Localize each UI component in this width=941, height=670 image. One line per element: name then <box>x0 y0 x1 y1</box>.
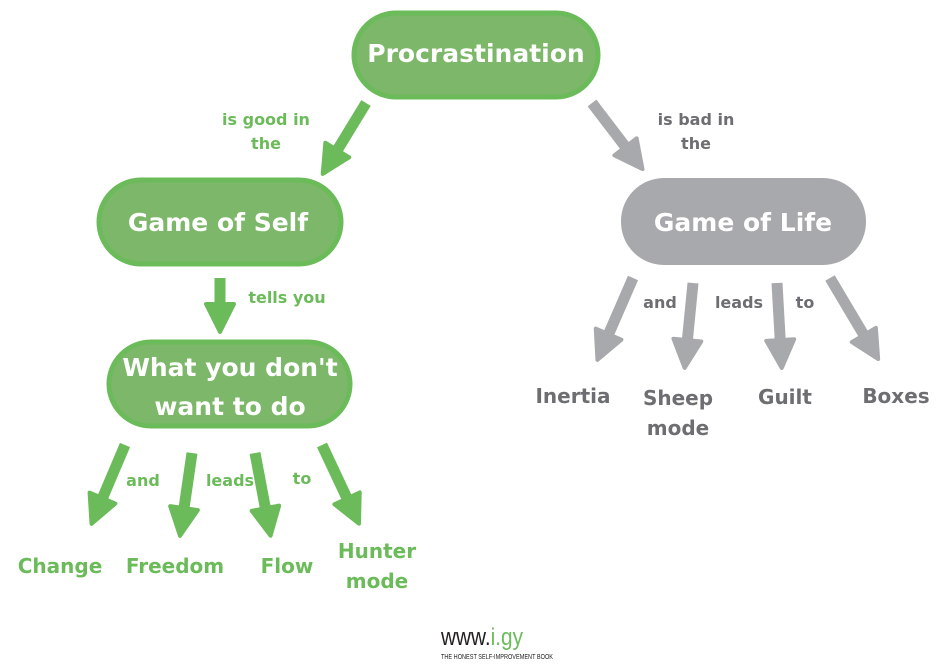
logo: www.i.gy THE HONEST SELF-IMPROVEMENT BOO… <box>440 624 553 661</box>
arrow-to-hunter-mode <box>317 442 362 526</box>
edge-label: the <box>681 134 711 153</box>
arrow-to-sheep-mode <box>671 282 704 370</box>
node-what-you-dont-want: What you don't want to do <box>106 339 353 429</box>
leaf-hunter-mode: mode <box>346 569 408 593</box>
edge-label: leads <box>715 293 763 312</box>
leaf-sheep-mode: Sheep <box>643 386 713 410</box>
edge-label: tells you <box>248 288 325 307</box>
edge-label: is good in <box>222 110 310 129</box>
node-label: Procrastination <box>367 39 584 68</box>
arrow-to-inertia <box>593 275 639 362</box>
logo-suffix: i.gy <box>491 624 523 651</box>
node-label: Game of Self <box>128 208 309 237</box>
leaf-flow: Flow <box>261 554 314 578</box>
arrow-root-to-life <box>587 99 645 172</box>
logo-prefix: www. <box>440 624 491 651</box>
arrow-root-to-self <box>320 100 371 176</box>
arrow-to-change <box>87 442 131 526</box>
leaf-freedom: Freedom <box>126 554 224 578</box>
logo-tagline: THE HONEST SELF-IMPROVEMENT BOOK <box>441 654 553 661</box>
leaf-change: Change <box>18 554 103 578</box>
node-label: want to do <box>154 392 305 421</box>
edge-label: and <box>643 293 677 312</box>
edge-label: to <box>293 469 312 488</box>
edge-label: the <box>251 134 281 153</box>
leaf-sheep-mode: mode <box>647 416 709 440</box>
arrow-to-flow <box>249 451 282 538</box>
edge-label: is bad in <box>658 110 735 129</box>
svg-text:www.i.gy: www.i.gy <box>440 624 523 651</box>
edge-label: to <box>796 293 815 312</box>
leaf-boxes: Boxes <box>862 384 929 408</box>
edge-label: and <box>126 471 160 490</box>
leaf-guilt: Guilt <box>758 385 812 409</box>
edge-label: leads <box>206 471 254 490</box>
node-procrastination: Procrastination <box>351 10 601 100</box>
leaf-inertia: Inertia <box>535 384 610 408</box>
node-game-of-life: Game of Life <box>621 178 866 265</box>
arrow-to-guilt <box>764 282 797 370</box>
arrow-to-freedom <box>168 452 200 538</box>
node-game-of-self: Game of Self <box>96 177 344 267</box>
arrow-to-boxes <box>825 275 881 362</box>
node-label: Game of Life <box>654 208 832 237</box>
node-label: What you don't <box>122 353 337 382</box>
leaf-hunter-mode: Hunter <box>338 539 416 563</box>
